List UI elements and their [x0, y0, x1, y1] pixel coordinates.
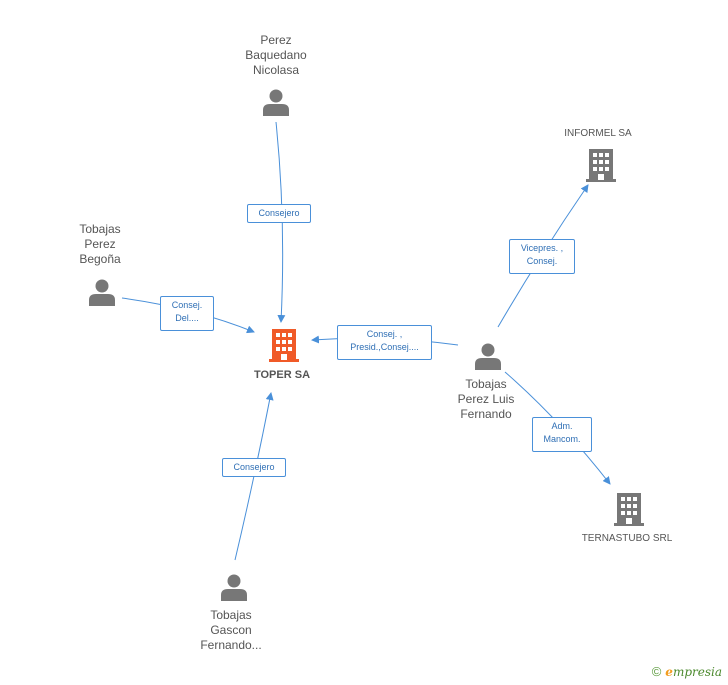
edge-gascon-toper: [234, 392, 274, 561]
node-label-tobajas-begona: Tobajas Perez Begoña: [79, 222, 121, 266]
node-label-tobajas-gascon: Tobajas Gascon Fernando...: [200, 608, 262, 652]
person-icon[interactable]: [220, 573, 248, 601]
edge-label-baquedano-toper[interactable]: Consejero: [247, 204, 311, 223]
node-label-perez-baquedano: Perez Baquedano Nicolasa: [245, 33, 307, 77]
edge-label-luis-ternastubo[interactable]: Adm. Mancom.: [532, 417, 592, 452]
copyright-symbol: ©: [651, 664, 662, 679]
brand-wordmark: empresia: [665, 665, 722, 679]
person-icon[interactable]: [262, 88, 290, 116]
edge-label-luis-toper[interactable]: Consej. , Presid.,Consej....: [337, 325, 432, 360]
edge-label-gascon-toper[interactable]: Consejero: [222, 458, 286, 477]
edge-label-luis-informel[interactable]: Vicepres. , Consej.: [509, 239, 575, 274]
node-label-tobajas-luis: Tobajas Perez Luis Fernando: [457, 377, 515, 421]
building-icon[interactable]: [613, 491, 645, 527]
person-icon[interactable]: [474, 342, 502, 370]
node-label-informel: INFORMEL SA: [564, 128, 632, 139]
node-label-toper: TOPER SA: [253, 369, 311, 381]
building-icon[interactable]: [268, 327, 300, 363]
empresia-brand: ©empresia: [652, 664, 722, 679]
node-label-ternastubo: TERNASTUBO SRL: [581, 533, 673, 544]
edge-label-begona-toper[interactable]: Consej. Del....: [160, 296, 214, 331]
building-icon[interactable]: [585, 147, 617, 183]
person-icon[interactable]: [88, 278, 116, 306]
